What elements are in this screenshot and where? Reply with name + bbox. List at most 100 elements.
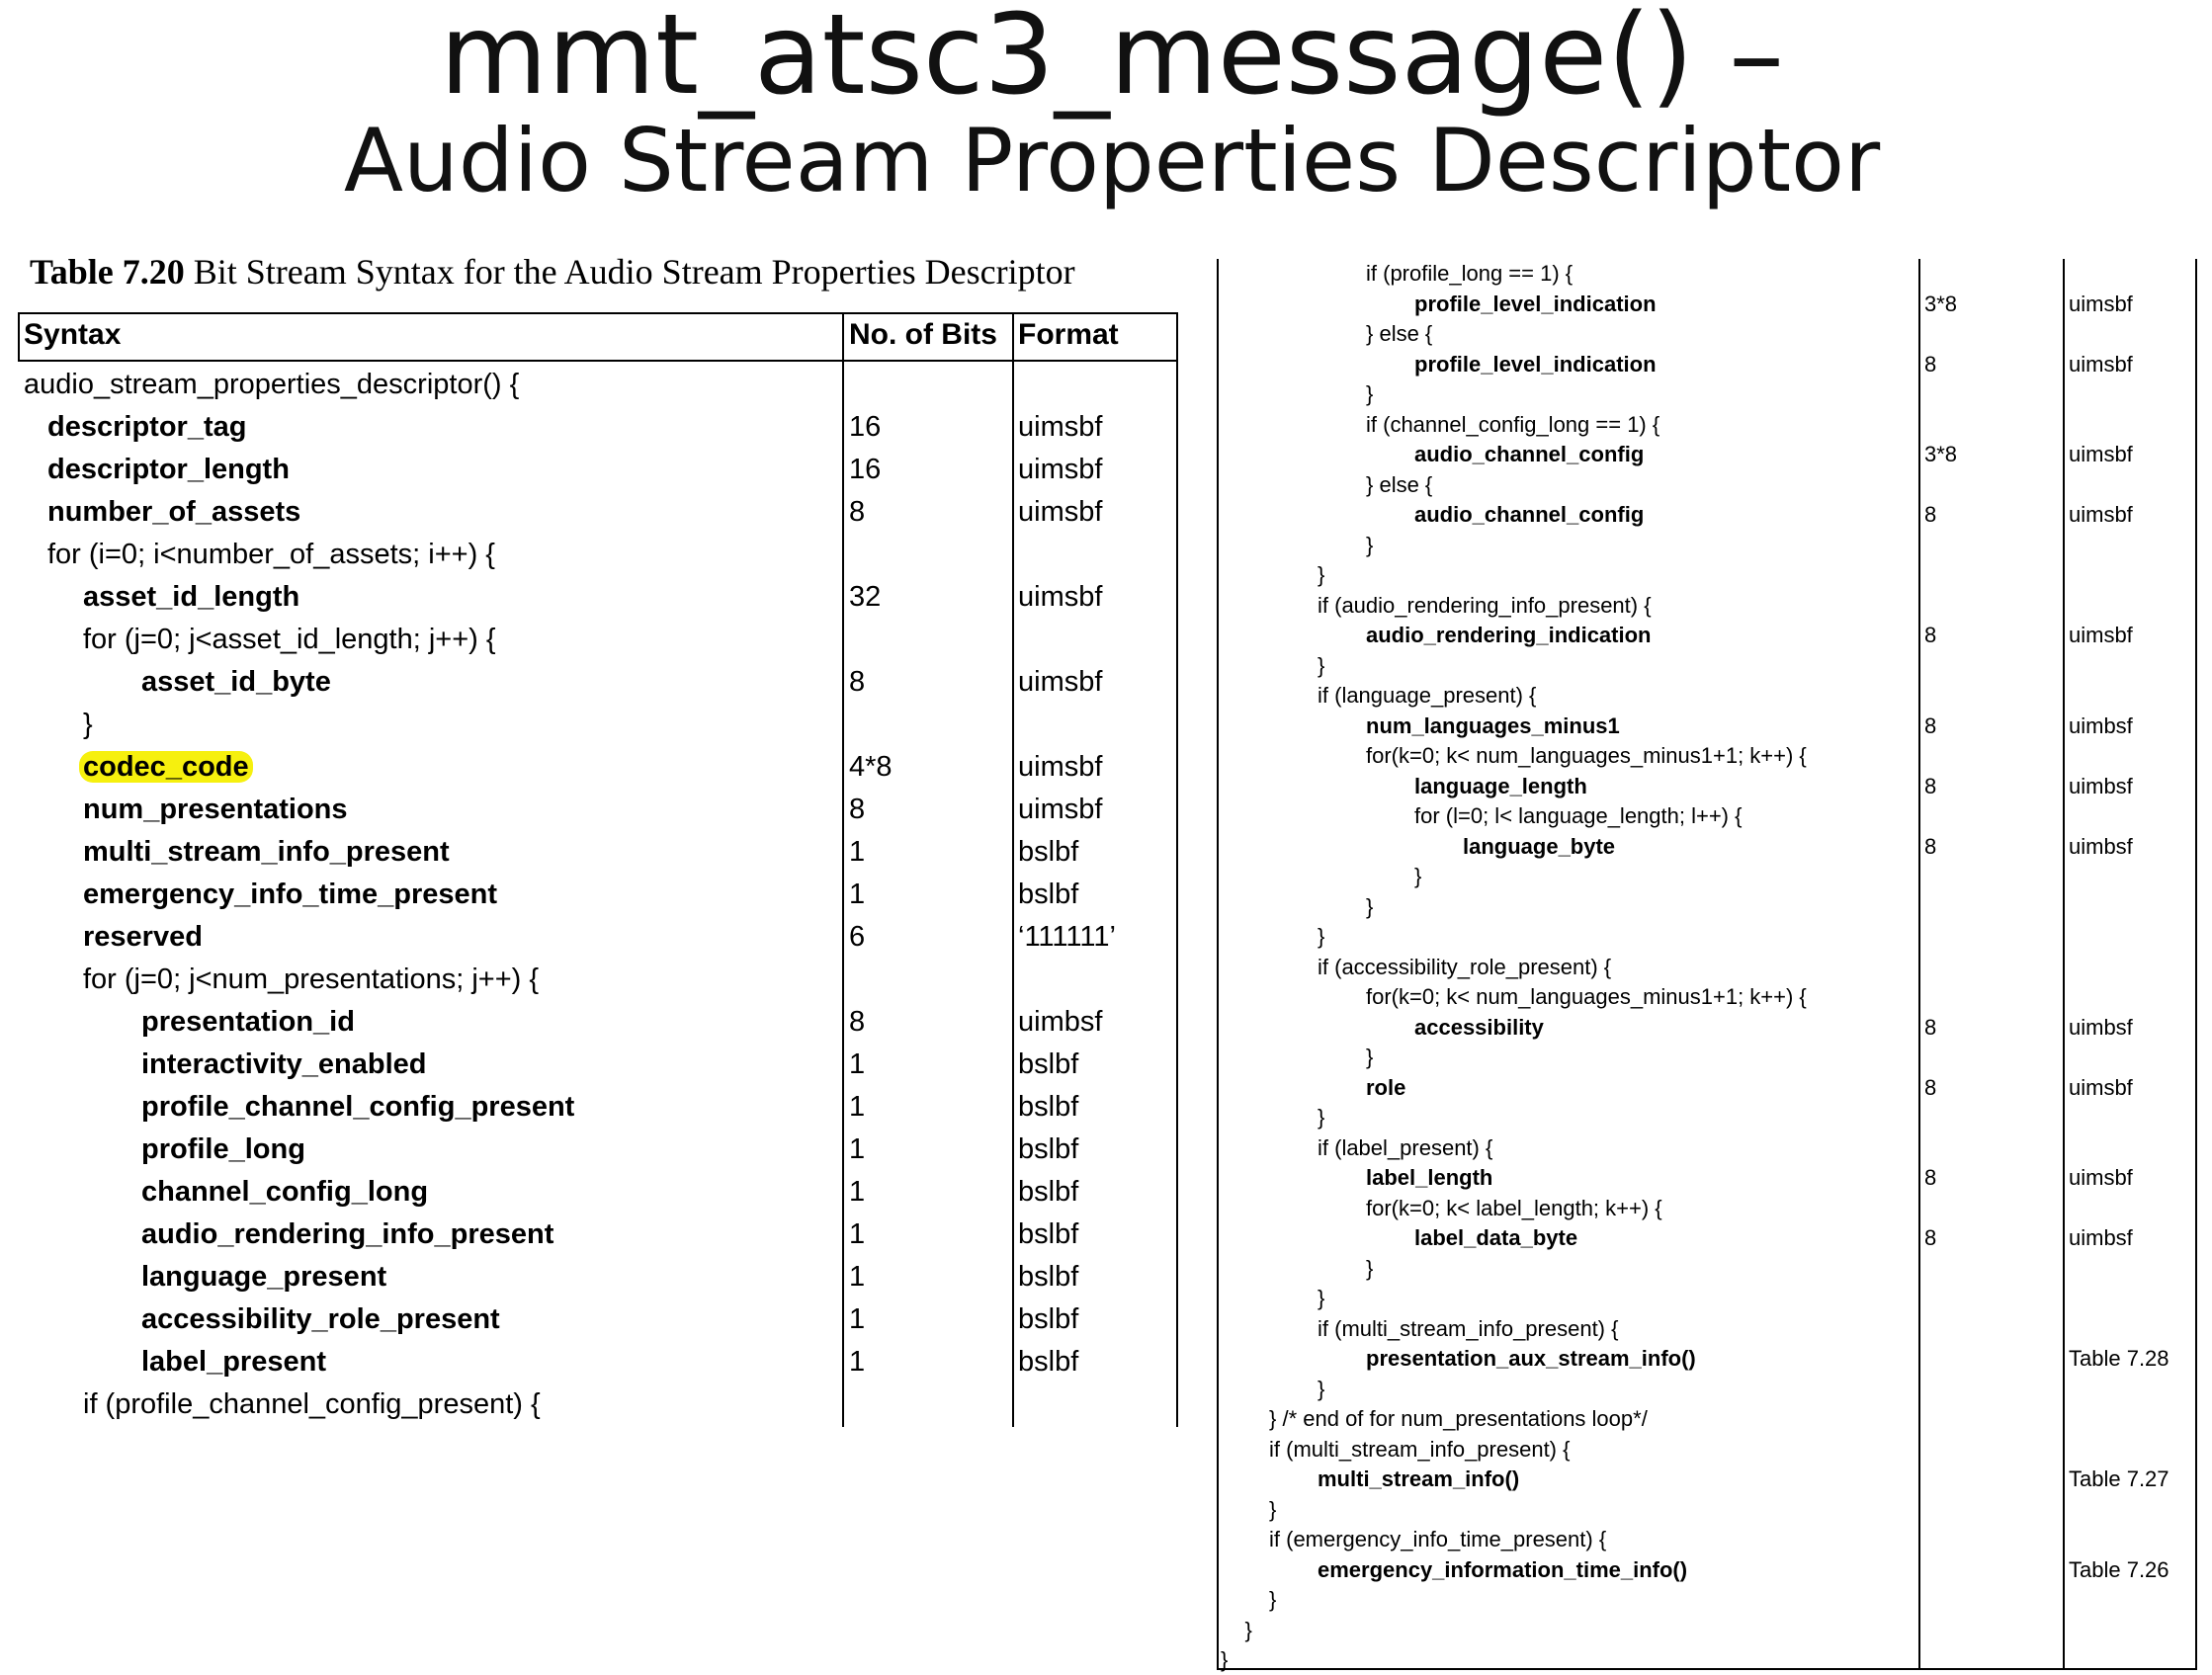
syntax-cell: for(k=0; k< num_languages_minus1+1; k++)…: [1366, 743, 1807, 768]
syntax-cell: }: [1318, 562, 1325, 587]
syntax-cell: profile_level_indication: [1414, 291, 1657, 316]
format-cell: uimsbf: [1018, 454, 1103, 485]
format-cell: uimsbf: [1018, 581, 1103, 613]
bits-cell: 8: [849, 496, 866, 528]
format-cell: uimsbf: [1018, 751, 1103, 783]
syntax-cell: }: [1318, 1376, 1325, 1401]
format-cell: bslbf: [1018, 836, 1079, 868]
syntax-cell: for (j=0; j<num_presentations; j++) {: [83, 963, 540, 995]
table-row: }: [1217, 1616, 2195, 1645]
format-cell: uimsbf: [1018, 666, 1103, 698]
bits-cell: 8: [1924, 351, 1937, 377]
format-cell: uimbsf: [1018, 1006, 1103, 1038]
bits-cell: 8: [849, 794, 866, 825]
format-cell: bslbf: [1018, 1218, 1079, 1250]
syntax-cell: multi_stream_info_present: [83, 836, 450, 868]
bits-cell: 8: [1924, 1074, 1937, 1100]
table-row: for(k=0; k< num_languages_minus1+1; k++)…: [1217, 741, 2195, 771]
syntax-cell: number_of_assets: [47, 496, 301, 528]
syntax-cell: }: [1414, 864, 1422, 888]
syntax-cell: label_length: [1366, 1165, 1493, 1190]
syntax-cell: role: [1366, 1074, 1406, 1100]
bits-cell: 8: [1924, 623, 1937, 647]
bits-cell: 32: [849, 581, 882, 613]
table-row: if (label_present) {: [1217, 1133, 2195, 1163]
syntax-cell: for(k=0; k< num_languages_minus1+1; k++)…: [1366, 984, 1807, 1009]
table-row: }: [1217, 1645, 2195, 1675]
table-right-edge: [2195, 259, 2197, 1670]
bits-cell: 16: [849, 411, 882, 443]
syntax-cell: presentation_id: [141, 1006, 355, 1038]
table-caption-number: Table 7.20: [30, 252, 185, 292]
title-main: mmt_atsc3_message() –: [439, 0, 1785, 120]
syntax-cell: descriptor_length: [47, 454, 290, 485]
bits-cell: 8: [1924, 502, 1937, 527]
header-format: Format: [1018, 318, 1119, 351]
table-row: }: [1217, 922, 2195, 952]
bits-cell: 8: [1924, 1014, 1937, 1040]
bits-cell: 4*8: [849, 751, 893, 783]
format-cell: uimsbf: [2069, 442, 2133, 466]
syntax-cell: reserved: [83, 921, 203, 953]
syntax-table-left: Table 7.20 Bit Stream Syntax for the Aud…: [18, 251, 1178, 1427]
column-divider: [1918, 259, 1920, 1670]
table-row: }: [1217, 1375, 2195, 1404]
header-bits: No. of Bits: [849, 318, 997, 351]
bits-cell: 1: [849, 1261, 866, 1293]
syntax-cell: }: [1366, 1255, 1374, 1281]
bits-cell: 1: [849, 836, 866, 868]
syntax-cell: }: [83, 709, 93, 740]
table-row: } else {: [1217, 470, 2195, 500]
table-row: if (audio_rendering_info_present) {: [1217, 591, 2195, 621]
table-row: }: [1217, 1043, 2195, 1072]
table-row: } /* end of for num_presentations loop*/: [1217, 1404, 2195, 1434]
syntax-cell: if (audio_rendering_info_present) {: [1318, 592, 1652, 618]
syntax-cell: descriptor_tag: [47, 411, 247, 443]
syntax-cell: }: [1318, 652, 1325, 678]
syntax-cell: } /* end of for num_presentations loop*/: [1269, 1406, 1648, 1431]
syntax-cell: }: [1269, 1496, 1277, 1522]
syntax-cell: language_length: [1414, 773, 1587, 798]
table-row: multi_stream_info()Table 7.27: [1217, 1465, 2195, 1494]
syntax-cell: interactivity_enabled: [141, 1048, 427, 1080]
table-top-rule: [18, 312, 1178, 314]
bits-cell: 8: [849, 1006, 866, 1038]
syntax-table-right: if (profile_long == 1) {profile_level_in…: [1217, 259, 2197, 1675]
syntax-cell: num_languages_minus1: [1366, 712, 1620, 738]
syntax-cell: label_present: [141, 1346, 326, 1378]
table-row: }: [1217, 892, 2195, 922]
bits-cell: 8: [1924, 1225, 1937, 1250]
syntax-cell: if (language_present) {: [1318, 683, 1537, 708]
syntax-cell: if (multi_stream_info_present) {: [1269, 1436, 1571, 1462]
syntax-cell: asset_id_byte: [141, 666, 331, 698]
table-row: }: [1217, 1585, 2195, 1615]
format-cell: Table 7.28: [2069, 1346, 2169, 1371]
table-row: if (profile_long == 1) {: [1217, 259, 2195, 289]
table-row: audio_stream_properties_descriptor() {: [18, 364, 1178, 406]
column-divider: [2063, 259, 2065, 1670]
syntax-cell: num_presentations: [83, 794, 348, 825]
syntax-cell: }: [1366, 532, 1374, 557]
bits-cell: 1: [849, 1303, 866, 1335]
table-row: if (multi_stream_info_present) {: [1217, 1314, 2195, 1344]
title-subtitle: Audio Stream Properties Descriptor: [343, 110, 1881, 211]
bits-cell: 8: [1924, 833, 1937, 859]
format-cell: Table 7.27: [2069, 1466, 2169, 1491]
format-cell: bslbf: [1018, 1346, 1079, 1378]
syntax-cell: if (channel_config_long == 1) {: [1366, 411, 1660, 437]
format-cell: uimbsf: [2069, 773, 2133, 798]
format-cell: uimsbf: [1018, 496, 1103, 528]
syntax-cell: codec_code: [79, 746, 253, 789]
